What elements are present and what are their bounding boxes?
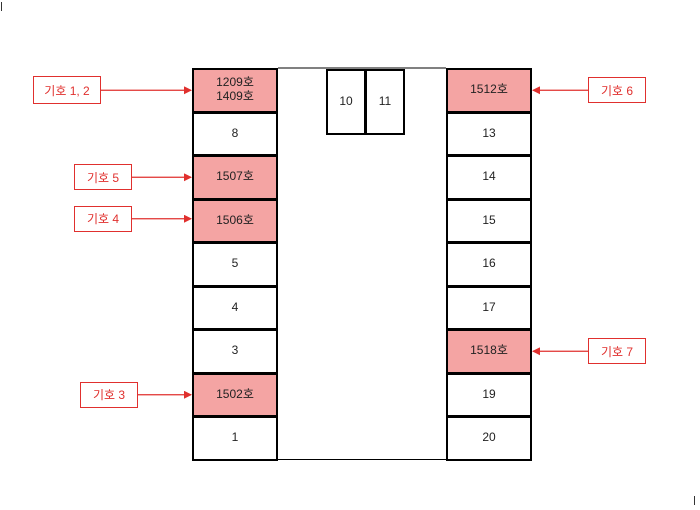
corner-mark-top-left <box>1 2 2 11</box>
right-column-cell: 1518호 <box>446 329 532 374</box>
right-column-cell: 16 <box>446 242 532 287</box>
right-column-cell: 1512호 <box>446 68 532 113</box>
cell-label: 1518호 <box>470 343 508 358</box>
cell-label: 15 <box>482 212 496 227</box>
cell-label: 1507호 <box>216 169 254 184</box>
left-column-cell: 3 <box>192 329 278 374</box>
cell-label: 14 <box>482 169 496 184</box>
cell-label: 4 <box>231 299 239 314</box>
top-cell: 11 <box>365 69 405 135</box>
cell-label: 1502호 <box>216 386 254 401</box>
cell-label: 1209호 <box>216 75 254 90</box>
right-column-cell: 13 <box>446 111 532 156</box>
annotation-label: 기호 1, 2 <box>33 76 101 105</box>
right-column-cell: 19 <box>446 372 532 417</box>
top-cell: 10 <box>326 69 366 135</box>
right-column-cell: 20 <box>446 416 532 461</box>
left-column-cell: 5 <box>192 242 278 287</box>
cell-label: 11 <box>378 94 392 109</box>
cell-label: 1 <box>231 430 239 445</box>
cell-label: 13 <box>482 125 496 140</box>
cell-label: 3 <box>231 343 239 358</box>
cell-label: 8 <box>231 125 239 140</box>
left-column-cell: 4 <box>192 285 278 330</box>
left-column-cell: 1502호 <box>192 372 278 417</box>
corner-mark-bottom-right <box>694 496 695 505</box>
annotation-label: 기호 5 <box>74 164 132 191</box>
annotation-label: 기호 3 <box>80 381 138 408</box>
cell-label: 1512호 <box>470 82 508 97</box>
cell-label: 1409호 <box>216 89 254 104</box>
left-column-cell: 1 <box>192 416 278 461</box>
cell-label: 17 <box>482 299 496 314</box>
left-column-cell: 1507호 <box>192 155 278 200</box>
right-column-cell: 15 <box>446 198 532 243</box>
left-column-cell: 1506호 <box>192 198 278 243</box>
annotation-label: 기호 6 <box>588 77 646 104</box>
left-column-cell: 8 <box>192 111 278 156</box>
annotation-label: 기호 7 <box>588 338 646 365</box>
cell-label: 1506호 <box>216 212 254 227</box>
cell-label: 10 <box>339 94 353 109</box>
right-column-cell: 17 <box>446 285 532 330</box>
cell-label: 16 <box>482 256 496 271</box>
cell-label: 19 <box>482 386 496 401</box>
right-column-cell: 14 <box>446 155 532 200</box>
cell-label: 5 <box>231 256 239 271</box>
annotation-label: 기호 4 <box>74 205 132 232</box>
cell-label: 20 <box>482 430 496 445</box>
